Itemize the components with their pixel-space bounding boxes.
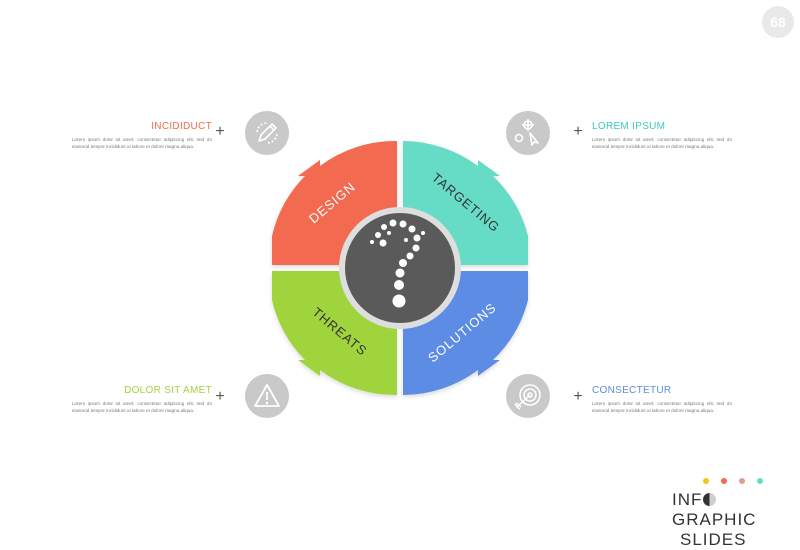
item-body: Lorem ipsum dolor sit amet, consectetur …	[72, 401, 212, 413]
info-item-bottom-left: DOLOR SIT AMET Lorem ipsum dolor sit ame…	[72, 385, 212, 414]
info-item-bottom-right: CONSECTETUR Lorem ipsum dolor sit amet, …	[592, 385, 732, 414]
plus-icon: +	[573, 388, 583, 405]
plus-icon: +	[573, 123, 583, 140]
item-body: Lorem ipsum dolor sit amet, consectetur …	[592, 137, 732, 149]
item-title: DOLOR SIT AMET	[124, 385, 212, 396]
brand-dots	[703, 478, 763, 484]
item-title: INCIDIDUCT	[151, 121, 212, 132]
item-body: Lorem ipsum dolor sit amet, consectetur …	[72, 137, 212, 149]
target-cursor-icon	[506, 111, 550, 155]
brand-logo: INFGRAPHIC SLIDES	[672, 490, 800, 550]
item-title: CONSECTETUR	[592, 385, 672, 396]
brand-line-1: INFGRAPHIC	[672, 490, 757, 529]
warning-icon	[245, 374, 289, 418]
brand-line-2: SLIDES	[680, 530, 747, 549]
page-number-badge: 68	[762, 6, 794, 38]
plus-icon: +	[215, 123, 225, 140]
plus-icon: +	[215, 388, 225, 405]
question-mark-icon	[370, 219, 425, 308]
item-title: LOREM IPSUM	[592, 121, 666, 132]
brand-o-icon	[703, 493, 717, 506]
cycle-diagram: DESIGN TARGETING THREATS SOLUTIONS	[272, 140, 528, 396]
info-item-top-left: INCIDIDUCT Lorem ipsum dolor sit amet, c…	[72, 121, 212, 150]
info-item-top-right: LOREM IPSUM Lorem ipsum dolor sit amet, …	[592, 121, 732, 150]
dartboard-icon	[506, 374, 550, 418]
pencil-icon	[245, 111, 289, 155]
item-body: Lorem ipsum dolor sit amet, consectetur …	[592, 401, 732, 413]
